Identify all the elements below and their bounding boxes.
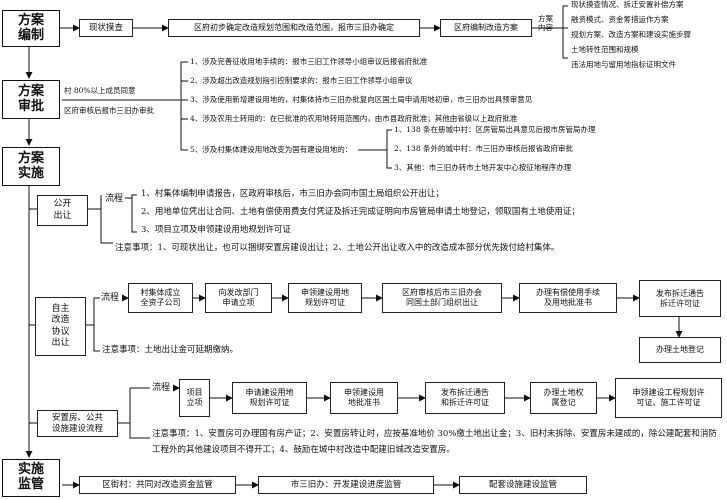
resettle-step: 项目 立项	[179, 379, 210, 417]
resettlement-box: 安置房、公共 设施建设流程	[37, 410, 118, 437]
plan-content-label: 方案 内容	[538, 14, 553, 32]
stage-implementation: 方案 实施	[2, 147, 60, 186]
self-transform-box: 自主 改造 协议 出让	[35, 297, 86, 356]
public-notes: 注意事项：1、可现状出让，也可以捆绑安置房建设出让；2、土地公开出让收入中的改造…	[115, 243, 560, 253]
self-step: 村集体成立 全资子公司	[128, 283, 193, 313]
resettle-step: 发布拆迁通告 和拆迁许可证	[425, 382, 505, 414]
plan-content-item: 规划方案、改造方案和建设实施步骤	[571, 30, 691, 39]
public-step: 2、用地单位凭出让合同、土地有偿使用费支付凭证及拆迁完成证明向市房管局申请土地登…	[141, 207, 580, 217]
supervision-box: 市三旧办：开发建设进度监管	[258, 476, 434, 494]
approval-item: 1、涉及完善征收用地手续的：报市三旧工作领导小组审议后报省府批准	[190, 57, 428, 66]
plan-content-item: 土地转性范围和规模	[571, 45, 639, 54]
flow-label: 流程	[152, 383, 171, 393]
district-report-note: 区府审核后报市三旧办审批	[64, 106, 154, 115]
resettle-step: 申领建设工程规划许 可证、施工许可证	[615, 378, 722, 418]
plan-content-item: 违法用地与留用地指标证明文件	[571, 60, 676, 69]
stage-approval: 方案 审批	[2, 80, 60, 119]
district-scope-box: 区府初步确定改造规划范围和改造范围，报市三旧办确定	[168, 19, 420, 37]
self-notes: 注意事项：土地出让金可延期缴纳。	[102, 345, 239, 355]
plan-content-item: 现状摸查情况、拆迁安置补偿方案	[571, 0, 684, 9]
resettle-step: 申请建设用地 规划许可证	[232, 382, 307, 414]
flow-label: 流程	[101, 293, 120, 303]
public-transfer-box: 公开 出让	[37, 195, 88, 226]
land-registration-box: 办理土地登记	[639, 337, 721, 363]
public-step: 3、项目立项及申领建设用地规划许可证	[141, 225, 291, 235]
self-step: 办理有偿使用手续 及用地批准书	[519, 283, 617, 313]
approval-item: 2、涉及超出改造规划指引控制要求的：报市三旧工作领导小组审议	[190, 76, 413, 85]
approval-item: 5、涉及村集体建设用地改变为国有建设用地的：	[190, 145, 353, 154]
self-step: 向发改部门 申请立项	[205, 283, 272, 313]
plan-content-item: 融资模式、资金筹措运作方案	[571, 15, 669, 24]
stage-planning: 方案 编制	[2, 10, 60, 47]
resettle-notes: 注意事项：1、安置房可办理国有房产证；2、安置房转让时，应按基准地价 30%缴土…	[152, 429, 717, 455]
approval-item: 4、涉及农用土转用的：在已批准的农用地转用范围内，由市县政府批准；其他由省级以上…	[190, 114, 518, 123]
self-step: 发布拆迁通告 拆迁许可证	[639, 280, 721, 317]
supervision-box: 区街村：共同对改造资金监管	[79, 476, 236, 494]
resettle-step: 办理土地权 属登记	[530, 382, 597, 414]
flow-label: 流程	[105, 194, 124, 204]
survey-box: 现状摸查	[79, 19, 133, 37]
stage-supervision: 实施 监管	[2, 459, 60, 497]
vote-note: 村 80%以上成员同意	[64, 86, 136, 95]
resettle-step: 申领建设用 地批准书	[330, 382, 398, 414]
approval-sub-item: 1、138 条在册城中村：区房管局出具意见后报市房管局办理	[394, 125, 596, 134]
public-step: 1、村集体编制申请报告，区政府审核后，市三旧办会同市国土局组织公开出让；	[141, 189, 444, 199]
district-plan-box: 区府编制改造方案	[440, 19, 532, 37]
approval-sub-item: 2、138 条外的城中村：市三旧办审核后报省政府审批	[394, 144, 573, 153]
self-step: 申领建设用地 规划许可证	[288, 283, 362, 313]
supervision-box: 配套设施建设监管	[459, 476, 587, 494]
self-step: 区府审核后市三旧办会 同国土部门组织出让	[382, 283, 502, 313]
approval-sub-item: 3、其他：市三旧办转市土地开发中心按征地程序办理	[394, 163, 572, 172]
approval-item: 3、涉及使用新增建设用地的，村集体持市三旧办批复向区国土局申请用地初审，市三旧办…	[190, 95, 533, 104]
